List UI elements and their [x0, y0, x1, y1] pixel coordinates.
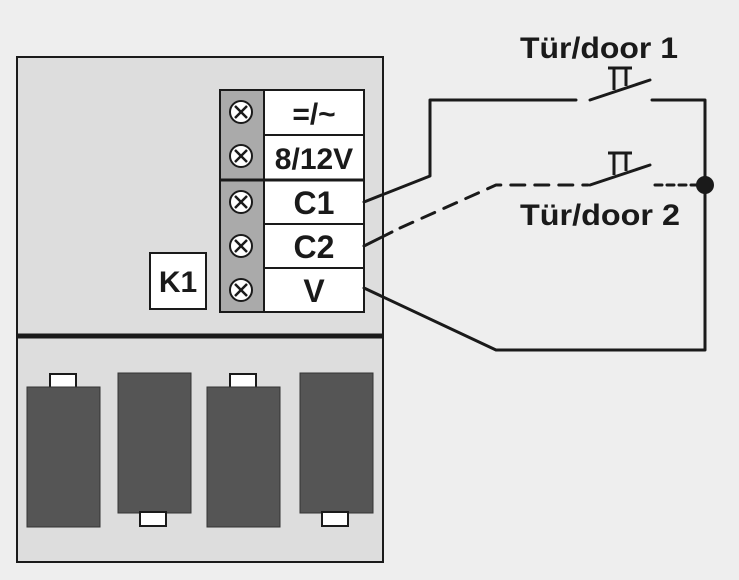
k1-label: K1: [159, 266, 197, 299]
terminal-label-power: =/~: [292, 98, 335, 131]
terminal-label-v: V: [303, 273, 325, 309]
door2-switch-lever: [588, 163, 652, 187]
wire-c2: [362, 230, 394, 248]
battery: [26, 373, 101, 528]
door2-label: Tür/door 2: [520, 199, 680, 232]
wire-door1-right: [650, 98, 707, 187]
label-column: [263, 89, 365, 313]
door1-pushbutton-icon: [608, 66, 632, 90]
terminal-block: =/~ 8/12V C1 C2 V: [219, 89, 365, 313]
battery: [117, 372, 192, 527]
door1-label: Tür/door 1: [520, 32, 678, 65]
wire-v: [362, 183, 707, 352]
k1-label-box: [149, 252, 207, 310]
terminal-label-voltage: 8/12V: [275, 143, 353, 176]
wire-c2-dashed: [398, 183, 590, 230]
door1-switch-lever: [588, 78, 652, 102]
door2-pushbutton-icon: [608, 151, 632, 175]
battery: [299, 372, 374, 527]
screw-terminal-icon: [229, 278, 253, 302]
terminal-label-c1: C1: [294, 185, 335, 221]
screw-terminal-icon: [229, 144, 253, 168]
screw-terminal-icon: [229, 100, 253, 124]
screw-terminal-icon: [229, 190, 253, 214]
terminal-label-c2: C2: [294, 229, 335, 265]
junction-dot: [696, 176, 714, 194]
wire-c1: [362, 98, 578, 204]
battery: [206, 373, 281, 528]
screw-terminal-icon: [229, 234, 253, 258]
